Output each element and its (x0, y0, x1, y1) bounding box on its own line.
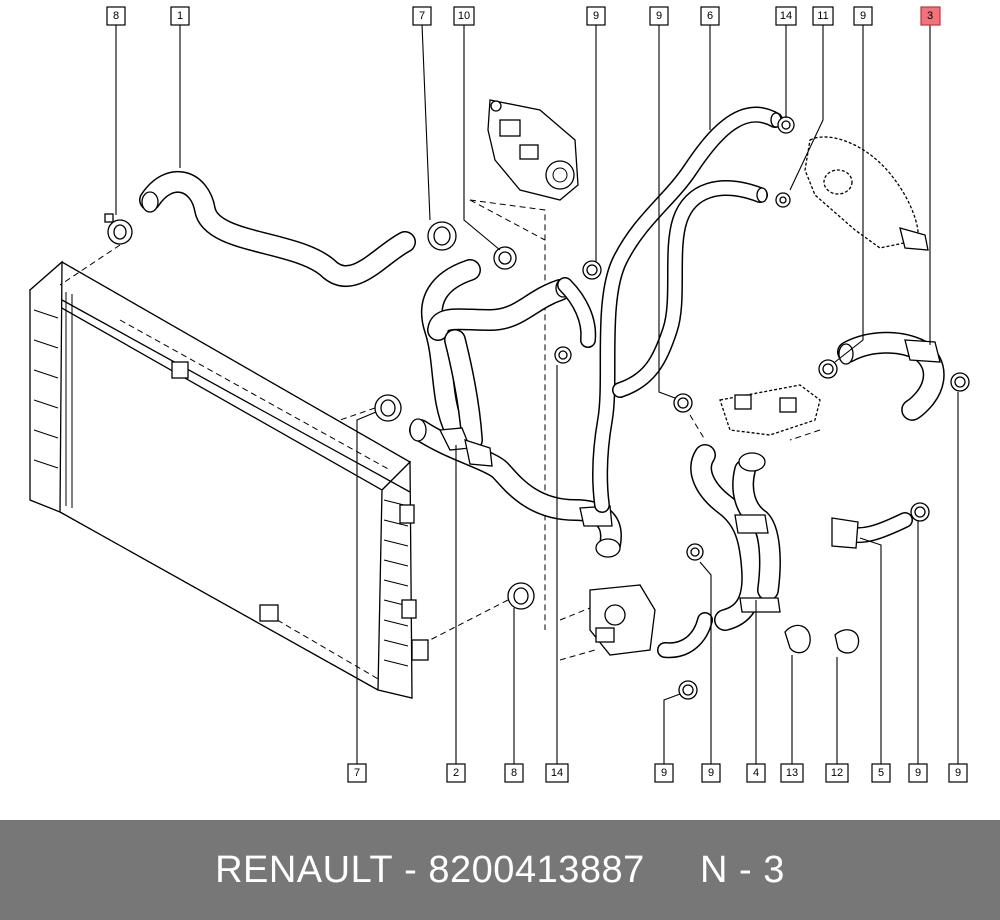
svg-text:9: 9 (915, 767, 921, 779)
hose-diagram: 8 1 7 10 9 9 6 14 11 9 3 7 2 8 14 9 9 4 … (28, 6, 970, 783)
clamp-11 (775, 192, 791, 208)
clip-12 (834, 629, 860, 654)
svg-text:7: 7 (419, 10, 425, 22)
svg-text:1: 1 (177, 10, 183, 22)
callout-top-highlight: 3 (920, 6, 941, 26)
clamp-9-f (686, 543, 704, 561)
callout-top: 7 (412, 6, 432, 26)
callout-top: 11 (812, 6, 834, 26)
svg-text:2: 2 (453, 767, 459, 779)
svg-text:6: 6 (707, 10, 713, 22)
callout-bottom: 9 (654, 763, 674, 783)
svg-text:14: 14 (780, 10, 792, 22)
heater-connector (719, 384, 821, 436)
svg-text:10: 10 (458, 10, 470, 22)
callout-bottom: 2 (446, 763, 466, 783)
svg-text:9: 9 (593, 10, 599, 22)
svg-text:7: 7 (354, 767, 360, 779)
callout-bottom: 13 (780, 763, 804, 783)
hose-1 (139, 170, 416, 287)
svg-text:14: 14 (551, 767, 563, 779)
hose-5 (831, 512, 913, 549)
callouts-bottom: 7 2 8 14 9 9 4 13 12 5 9 9 (347, 763, 968, 783)
svg-text:8: 8 (113, 10, 119, 22)
clamp-8-bottom (507, 582, 535, 610)
callouts-top: 8 1 7 10 9 9 6 14 11 9 3 (106, 6, 941, 26)
callout-top: 9 (853, 6, 873, 26)
caption-gap (645, 849, 700, 892)
clamp-9-d (673, 393, 693, 413)
svg-text:12: 12 (831, 767, 843, 779)
callout-bottom: 7 (347, 763, 367, 783)
svg-text:3: 3 (927, 10, 933, 22)
thermostat-housing (487, 99, 579, 201)
callout-bottom: 14 (545, 763, 569, 783)
svg-text:9: 9 (708, 767, 714, 779)
clip-13 (784, 624, 811, 654)
svg-text:8: 8 (511, 767, 517, 779)
clamp-14-a (554, 346, 572, 364)
svg-text:9: 9 (955, 767, 961, 779)
callout-bottom: 4 (746, 763, 766, 783)
water-outlet-housing (589, 584, 713, 659)
clamp-8-top (104, 213, 133, 245)
svg-text:9: 9 (656, 10, 662, 22)
hose-6 (592, 106, 783, 513)
small-hose-9 (557, 277, 597, 348)
clamp-9-b (818, 359, 838, 379)
svg-text:9: 9 (661, 767, 667, 779)
svg-text:11: 11 (817, 10, 828, 22)
brand-name: RENAULT (215, 848, 394, 891)
clamp-9-a (582, 260, 602, 280)
clamp-9-g (678, 680, 698, 700)
part-caption-bar: RENAULT - 8200413887 N - 3 (0, 820, 1000, 920)
part-number: 8200413887 (428, 848, 645, 891)
callout-top: 14 (775, 6, 797, 26)
callout-top: 9 (649, 6, 669, 26)
callout-top: 1 (170, 6, 190, 26)
clamp-14-b (777, 116, 795, 134)
svg-text:5: 5 (878, 767, 884, 779)
callout-top: 8 (106, 6, 126, 26)
leader-lines (115, 23, 959, 765)
clamp-9-e (910, 502, 930, 522)
expansion-tank (804, 136, 929, 251)
svg-text:13: 13 (786, 767, 798, 779)
callout-bottom: 9 (948, 763, 968, 783)
callout-bottom: 12 (825, 763, 849, 783)
caption-separator: - (393, 848, 429, 891)
callout-top: 10 (453, 6, 475, 26)
callout-bottom: 9 (701, 763, 721, 783)
clamp-7-left (374, 394, 402, 422)
callout-top: 9 (586, 6, 606, 26)
svg-text:9: 9 (860, 10, 866, 22)
clamp-7-top (427, 221, 457, 251)
clamp-10 (493, 246, 517, 270)
callout-bottom: 5 (871, 763, 891, 783)
page-label: N - 3 (700, 848, 785, 891)
hose-3 (837, 331, 945, 421)
svg-text:4: 4 (753, 767, 759, 779)
radiator (28, 260, 429, 699)
clamp-9-c (950, 372, 970, 392)
callout-top: 6 (700, 6, 720, 26)
callout-bottom: 9 (908, 763, 928, 783)
callout-bottom: 8 (504, 763, 524, 783)
hose-4 (690, 444, 781, 631)
